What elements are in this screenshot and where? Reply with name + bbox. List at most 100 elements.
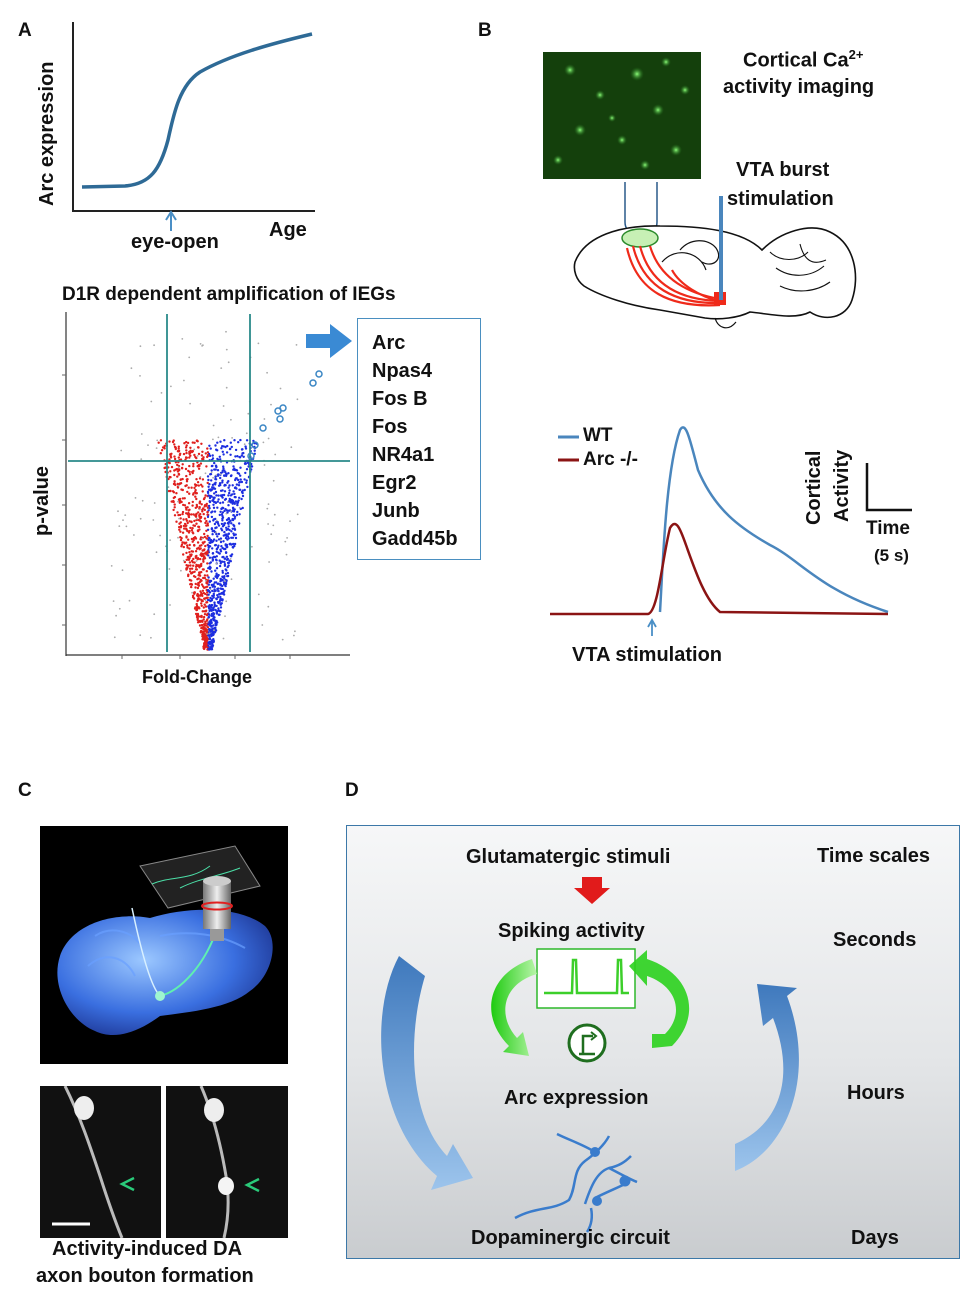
volcano-dot-ns [215, 531, 218, 534]
volcano-dot-ns [270, 403, 272, 406]
volcano-dot [207, 485, 210, 488]
volcano-dot [189, 554, 193, 557]
volcano-dot [223, 469, 226, 472]
volcano-dot [219, 587, 222, 590]
volcano-dot [212, 503, 215, 506]
volcano-dot [205, 519, 208, 523]
volcano-dot-ns [279, 387, 282, 390]
volcano-dot [197, 597, 200, 600]
volcano-dot [209, 472, 213, 476]
volcano-dot-ns [245, 432, 248, 435]
volcano-dot-ns [167, 486, 170, 489]
volcano-dot [173, 457, 177, 461]
volcano-dot [202, 644, 206, 648]
volcano-dot [235, 483, 239, 486]
volcano-dot [213, 522, 217, 526]
volcano-dot-ns [141, 499, 144, 502]
volcano-dot [208, 444, 211, 447]
stimulus-arrow-icon [574, 877, 610, 904]
scale-x-label: Time [866, 518, 911, 539]
volcano-dot [200, 583, 204, 586]
volcano-dot [191, 561, 194, 564]
volcano-dot [208, 507, 211, 510]
volcano-dot-ns [168, 568, 171, 570]
volcano-dot [206, 582, 209, 585]
volcano-dot-ns [140, 433, 143, 435]
volcano-dot [216, 469, 220, 472]
volcano-dot [223, 589, 226, 592]
volcano-dot [200, 570, 203, 574]
volcano-dot-ns [227, 501, 229, 503]
volcano-dot [208, 541, 211, 544]
volcano-dot [226, 444, 229, 448]
volcano-dot [178, 528, 181, 531]
volcano-dot [236, 503, 239, 507]
volcano-dot [206, 455, 209, 459]
spiking-label: Spiking activity [498, 920, 645, 942]
volcano-dot [175, 520, 178, 523]
volcano-dot [202, 637, 205, 641]
volcano-dot-ns [225, 600, 228, 603]
volcano-dot [211, 552, 215, 555]
volcano-dot [236, 501, 240, 504]
volcano-dot [219, 510, 222, 513]
volcano-dot [187, 564, 190, 567]
volcano-dot [190, 585, 193, 589]
volcano-dot [185, 480, 189, 483]
volcano-dot-ns [225, 348, 228, 351]
volcano-dot-ns [290, 446, 293, 449]
volcano-dot [234, 486, 237, 489]
volcano-dot [227, 494, 230, 497]
volcano-dot [202, 618, 205, 621]
timescale-header: Time scales [817, 845, 931, 867]
volcano-dot [228, 484, 231, 487]
volcano-dot [232, 465, 235, 468]
bouton-before-image [40, 1085, 161, 1239]
volcano-dot [211, 533, 214, 536]
scale-bar [865, 463, 912, 512]
volcano-dot [226, 527, 230, 531]
volcano-dot [214, 483, 217, 486]
volcano-dot [210, 609, 213, 612]
volcano-dot-ns [222, 637, 225, 640]
volcano-dot [202, 558, 205, 562]
volcano-dot [233, 492, 236, 496]
volcano-dot [173, 443, 176, 446]
volcano-dot [188, 551, 191, 554]
volcano-dot [191, 449, 194, 453]
volcano-dot-ns [273, 513, 276, 516]
panel-d-graphics [381, 877, 799, 1233]
trace-arc-ko [550, 522, 889, 616]
volcano-dot [242, 455, 245, 458]
volcano-dot [197, 525, 201, 529]
volcano-dot [186, 546, 189, 549]
volcano-dot [246, 461, 249, 464]
volcano-dot [191, 504, 194, 507]
volcano-dot [236, 478, 240, 482]
circuit-label: Dopaminergic circuit [471, 1227, 670, 1249]
volcano-dot [220, 529, 224, 532]
volcano-dot-ns [189, 402, 192, 405]
volcano-dot [197, 606, 200, 609]
volcano-dot-ns [177, 500, 179, 503]
volcano-dot [202, 633, 206, 636]
volcano-dot [253, 449, 256, 452]
volcano-dot [173, 445, 177, 449]
volcano-dot [238, 488, 241, 491]
volcano-dot [216, 535, 219, 538]
volcano-dot [185, 449, 188, 452]
gene-arc: Arc [372, 332, 406, 354]
volcano-dot-ns [204, 472, 207, 475]
volcano-dot-ns [170, 385, 172, 388]
volcano-dot-ns [224, 615, 226, 618]
volcano-dot [179, 538, 183, 542]
volcano-dot [185, 508, 188, 511]
volcano-dot [202, 635, 205, 638]
volcano-dot [187, 555, 190, 559]
volcano-dot [183, 497, 186, 500]
volcano-dot [219, 577, 222, 581]
volcano-dot [237, 441, 240, 444]
volcano-dot [181, 497, 185, 500]
volcano-dot [189, 451, 192, 455]
volcano-dot [219, 595, 222, 599]
